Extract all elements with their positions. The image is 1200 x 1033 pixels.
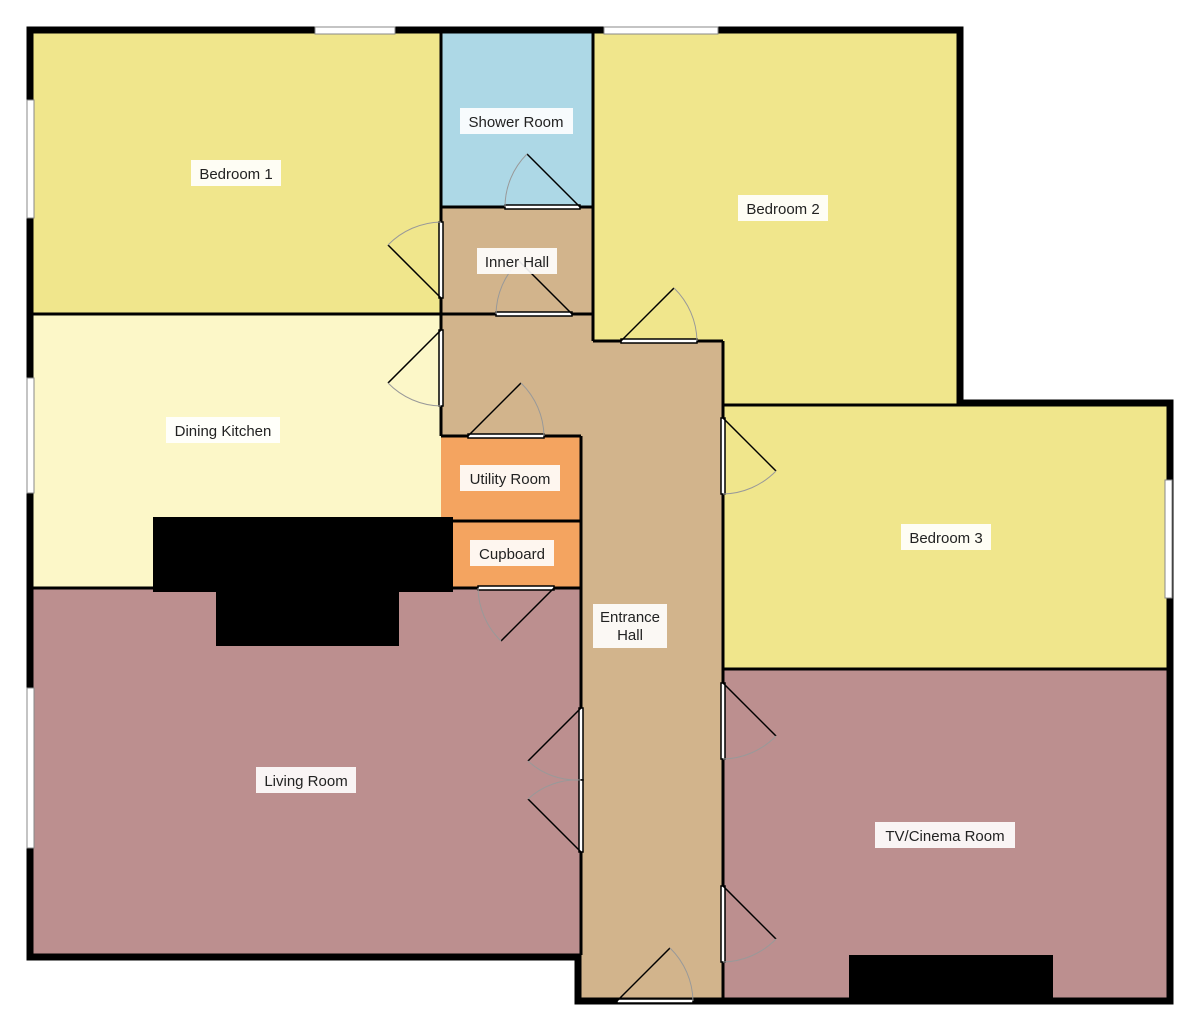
- door-living-room-b: [527, 779, 584, 853]
- bedroom-2-label: Bedroom 2: [746, 201, 819, 218]
- label-inner-hall: Inner Hall: [477, 248, 557, 274]
- door-bedroom-2: [620, 287, 698, 344]
- label-entrance-hall: Entrance Hall: [593, 604, 667, 648]
- doors: [387, 153, 777, 1004]
- label-bedroom-1: Bedroom 1: [191, 160, 281, 186]
- door-bedroom-1: [387, 221, 444, 299]
- label-utility-room: Utility Room: [460, 465, 560, 491]
- living-fixture-block: [216, 590, 399, 646]
- window-bedroom-1-top: [314, 26, 396, 35]
- label-bedroom-2: Bedroom 2: [738, 195, 828, 221]
- door-cinema-room-a: [720, 682, 777, 760]
- window-bedroom-2-top: [603, 26, 719, 35]
- utility-room-label: Utility Room: [470, 471, 551, 488]
- label-cupboard: Cupboard: [470, 540, 554, 566]
- kitchen-fixture-block: [153, 517, 453, 592]
- door-shower-room: [504, 153, 581, 210]
- label-bedroom-3: Bedroom 3: [901, 524, 991, 550]
- entrance-hall-label-line1: Entrance: [600, 609, 660, 626]
- bedroom-1-label: Bedroom 1: [199, 166, 272, 183]
- living-room-label: Living Room: [264, 773, 347, 790]
- window-bedroom-3-right: [1164, 479, 1173, 599]
- label-dining-kitchen: Dining Kitchen: [166, 417, 280, 443]
- door-cinema-room-b: [720, 885, 777, 963]
- door-entrance: [616, 947, 694, 1004]
- cupboard-label: Cupboard: [479, 546, 545, 563]
- entrance-hall-label-line2: Hall: [617, 627, 643, 644]
- dining-kitchen-label: Dining Kitchen: [175, 423, 272, 440]
- tv-cinema-room-label: TV/Cinema Room: [885, 828, 1004, 845]
- exterior-wall: [26, 26, 1174, 1005]
- shower-room-label: Shower Room: [468, 114, 563, 131]
- cinema-fixture-block: [849, 955, 1053, 998]
- window-bedroom-1-left: [26, 99, 35, 219]
- door-bedroom-3: [720, 417, 777, 495]
- room-labels: Bedroom 1 Shower Room Bedroom 2 Inner Ha…: [166, 108, 1015, 848]
- bedroom-3-label: Bedroom 3: [909, 530, 982, 547]
- door-kitchen: [387, 329, 444, 407]
- door-cupboard: [477, 585, 555, 642]
- window-living-left: [26, 687, 35, 849]
- window-kitchen-left: [26, 377, 35, 494]
- label-living-room: Living Room: [256, 767, 356, 793]
- fixtures: [153, 517, 1053, 998]
- label-shower-room: Shower Room: [460, 108, 573, 134]
- windows: [26, 26, 1173, 849]
- label-tv-cinema-room: TV/Cinema Room: [875, 822, 1015, 848]
- door-utility-room: [467, 382, 545, 439]
- inner-hall-label: Inner Hall: [485, 254, 549, 271]
